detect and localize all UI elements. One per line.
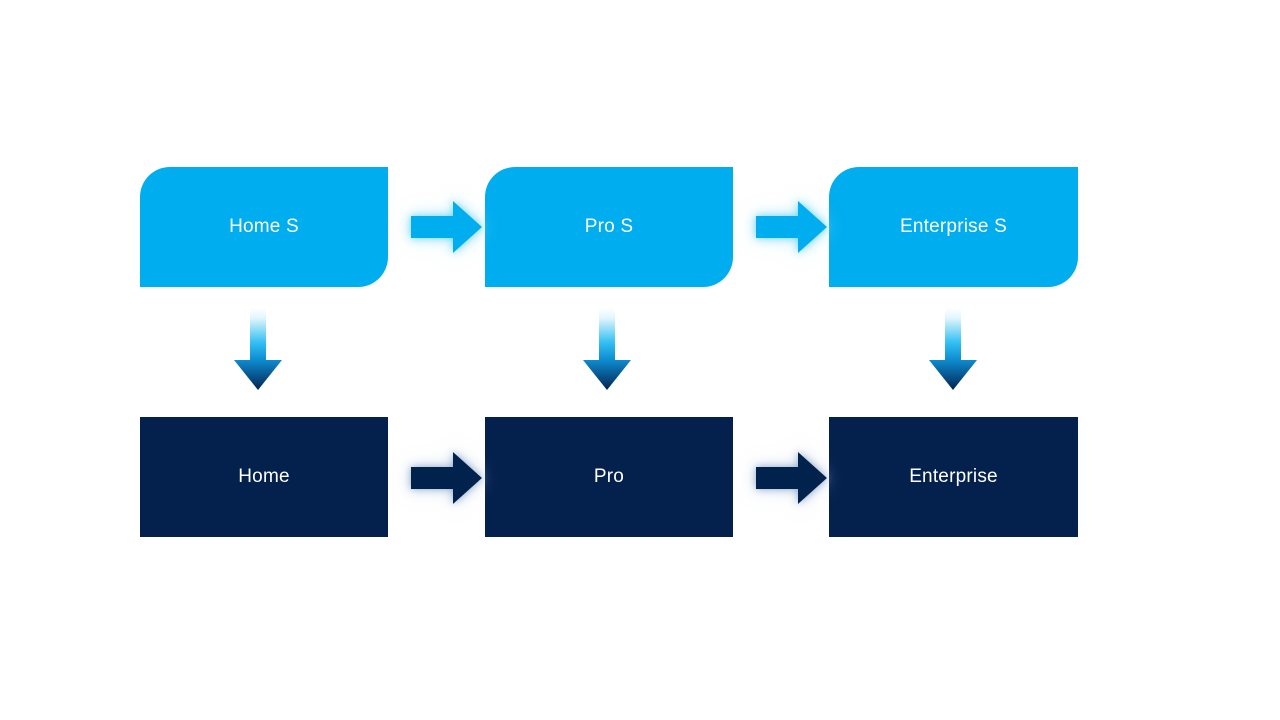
arrow-right-icon-pro-to-enterprise	[750, 447, 832, 509]
node-label: Home S	[229, 215, 299, 237]
node-label: Enterprise	[909, 465, 998, 487]
arrow-down-icon-enterprise-s-to-enterprise	[927, 308, 979, 392]
node-enterprise[interactable]: Enterprise	[829, 417, 1078, 537]
node-pro-s[interactable]: Pro S	[485, 167, 733, 287]
arrow-right-icon-pro-s-to-enterprise-s	[750, 196, 832, 258]
node-label: Enterprise S	[900, 215, 1007, 237]
arrow-down-icon-pro-s-to-pro	[581, 308, 633, 392]
node-home[interactable]: Home	[140, 417, 388, 537]
node-home-s[interactable]: Home S	[140, 167, 388, 287]
arrow-down-icon-home-s-to-home	[232, 308, 284, 392]
node-pro[interactable]: Pro	[485, 417, 733, 537]
node-label: Pro	[593, 465, 625, 487]
node-label: Pro S	[584, 215, 634, 237]
node-enterprise-s[interactable]: Enterprise S	[829, 167, 1078, 287]
arrow-right-icon-home-s-to-pro-s	[405, 196, 487, 258]
node-label: Home	[238, 465, 290, 487]
arrow-right-icon-home-to-pro	[405, 447, 487, 509]
